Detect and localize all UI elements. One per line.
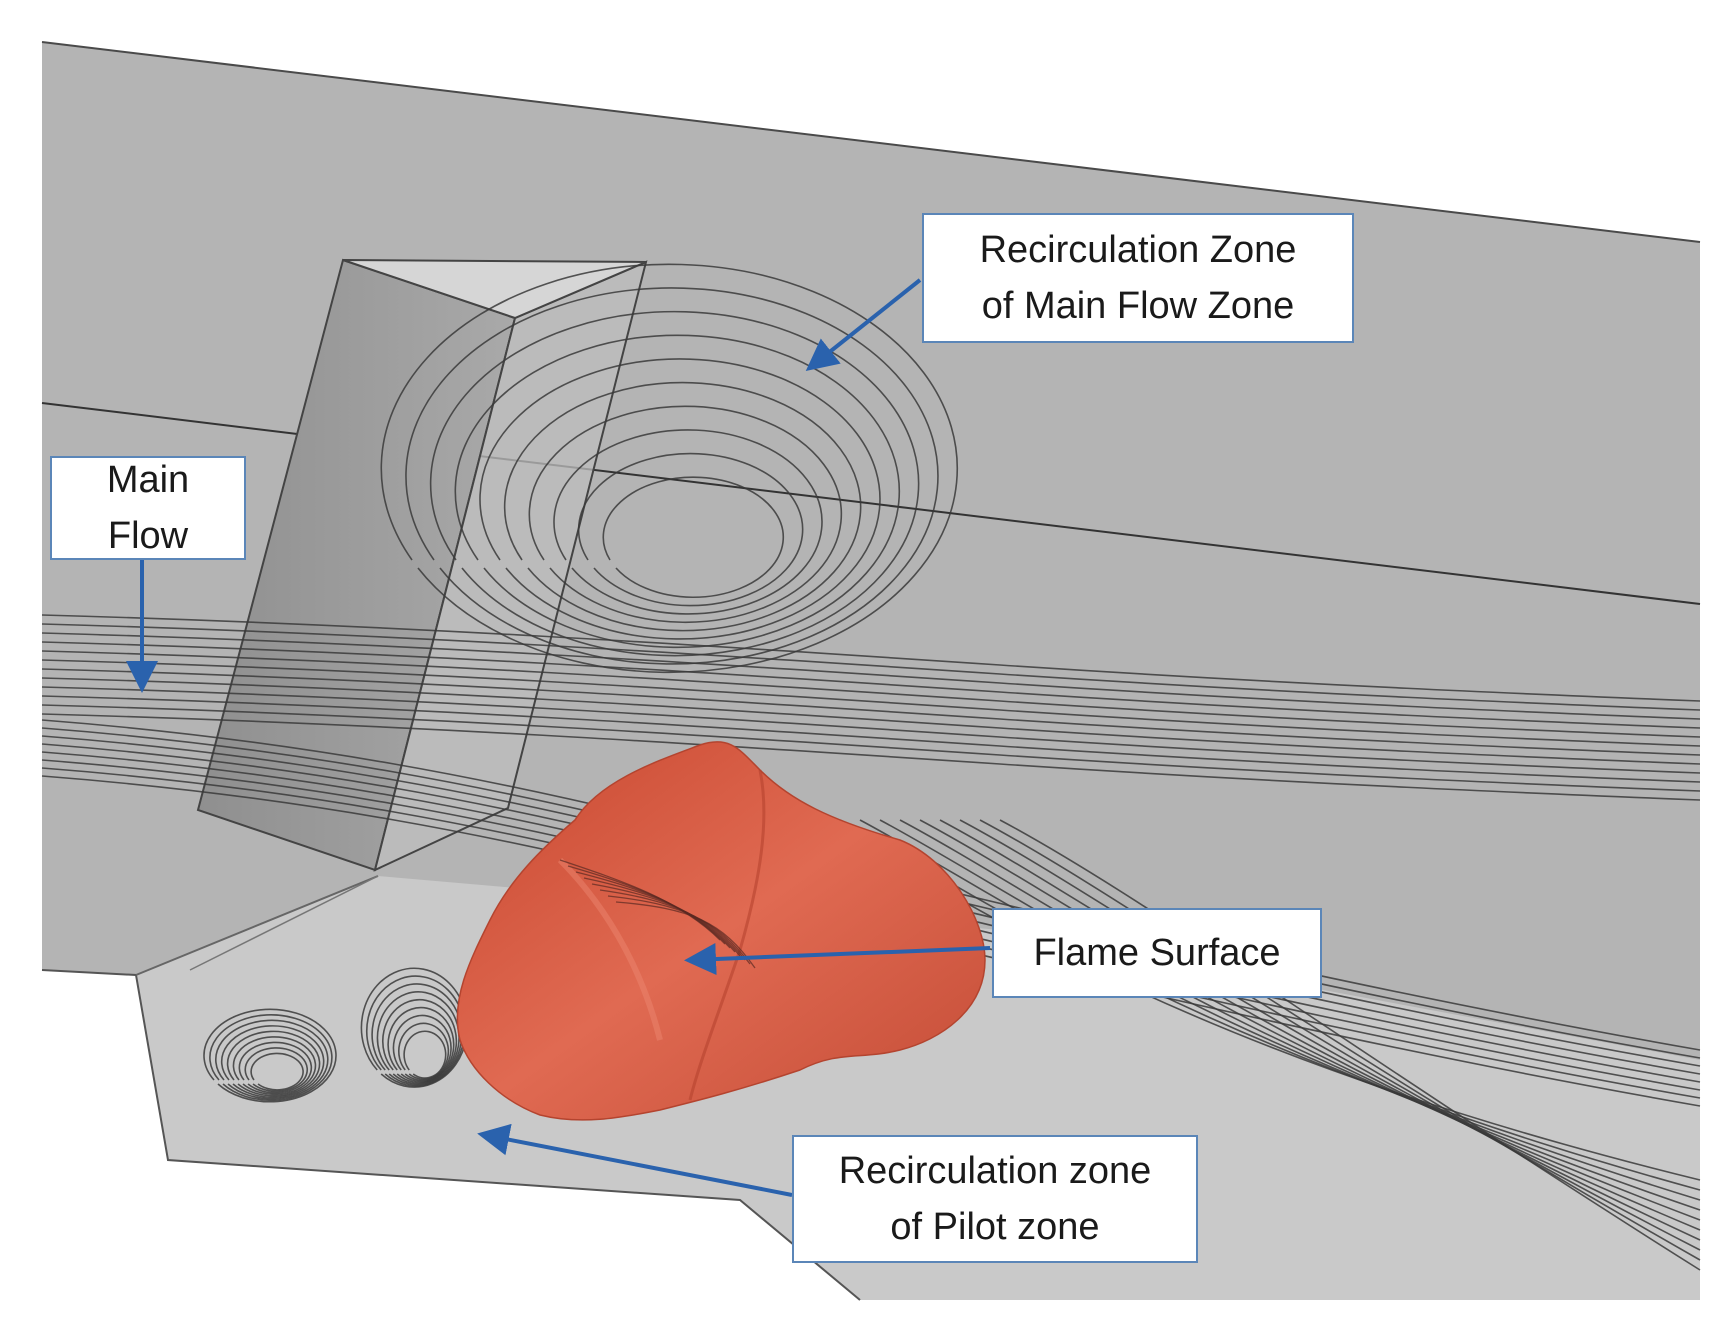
flame-streamlines (559, 859, 756, 969)
pilot-recirculation-loop (360, 967, 468, 1088)
recirculation-loop (380, 263, 959, 674)
recirc-pilot-label-line2: of Pilot zone (890, 1206, 1100, 1248)
main-flow-label: Main Flow (50, 456, 246, 560)
recirc-main-label-line1: Recirculation Zone (979, 229, 1297, 271)
pilot-zone-edge (41, 969, 861, 1301)
main-streamline (41, 623, 1701, 711)
pilot-recirculation-loop (365, 975, 466, 1087)
main-streamline (41, 614, 1701, 702)
recirculation-loop (528, 405, 843, 624)
recirculation-loop (479, 358, 881, 640)
blade-top-face (342, 259, 647, 320)
main-flow-label-line1: Main (106, 459, 190, 501)
pilot-diag-edge (189, 875, 379, 971)
main-streamline (41, 677, 1701, 765)
main-streamline (41, 704, 1701, 792)
pilot-recirculation-loop (220, 1025, 325, 1099)
pilot-recirculation-loop (387, 1006, 455, 1083)
recirculation-loop (429, 310, 920, 657)
pilot-recirculation-loop (250, 1052, 304, 1091)
pilot-step-edge (135, 875, 379, 976)
recirculation-loop (553, 429, 823, 615)
recirc-main-label: Recirculation Zone of Main Flow Zone (922, 213, 1354, 343)
flame-surface-arrow (684, 943, 991, 976)
recirc-pilot-label-line1: Recirculation zone (838, 1150, 1152, 1192)
main-streamline (41, 686, 1701, 774)
wall-top-edge (41, 41, 1701, 243)
main-streamline (41, 650, 1701, 738)
flame-surface-label: Flame Surface (992, 908, 1322, 998)
recirculation-loop (602, 476, 785, 599)
main-streamline (41, 632, 1701, 720)
streamlines (41, 263, 1701, 1271)
pilot-recirculation-loop (214, 1019, 329, 1100)
recirculation-loop (577, 452, 804, 607)
pilot-recirculation-loop (232, 1036, 317, 1096)
flame-highlight (557, 857, 663, 1041)
flame-surface-label-text: Flame Surface (1033, 932, 1281, 974)
recirc-pilot-arrow (477, 1123, 793, 1197)
flame-streak (615, 901, 756, 969)
recirculation-loop (405, 287, 939, 665)
recirculation-loop (503, 381, 862, 632)
pilot-recirculation-loop (376, 991, 460, 1085)
pilot-recirculation-loop (244, 1047, 308, 1093)
pilot-recirculation-loop (371, 983, 463, 1086)
main-streamline (41, 695, 1701, 783)
main-streamline (41, 713, 1701, 801)
main-streamline (41, 668, 1701, 756)
pilot-recirculation-loop (226, 1030, 321, 1097)
main-streamline (41, 641, 1701, 729)
pilot-recirculation-loop (381, 998, 458, 1084)
pilot-recirculation-loop (238, 1041, 313, 1094)
main-streamline (41, 659, 1701, 747)
pilot-recirculation-loop (398, 1022, 450, 1080)
pilot-recirculation-loop (403, 1030, 447, 1079)
recirc-main-label-line2: of Main Flow Zone (981, 285, 1295, 327)
recirculation-loop (454, 334, 901, 649)
recirc-pilot-label: Recirculation zone of Pilot zone (792, 1135, 1198, 1263)
recirc-main-arrow (805, 278, 922, 371)
pilot-recirculation-loop (203, 1008, 337, 1103)
main-flow-label-line2: Flow (107, 515, 189, 557)
flame-surface (456, 741, 986, 1121)
pilot-recirculation-loop (392, 1014, 452, 1082)
pilot-recirculation-loop (209, 1014, 333, 1101)
